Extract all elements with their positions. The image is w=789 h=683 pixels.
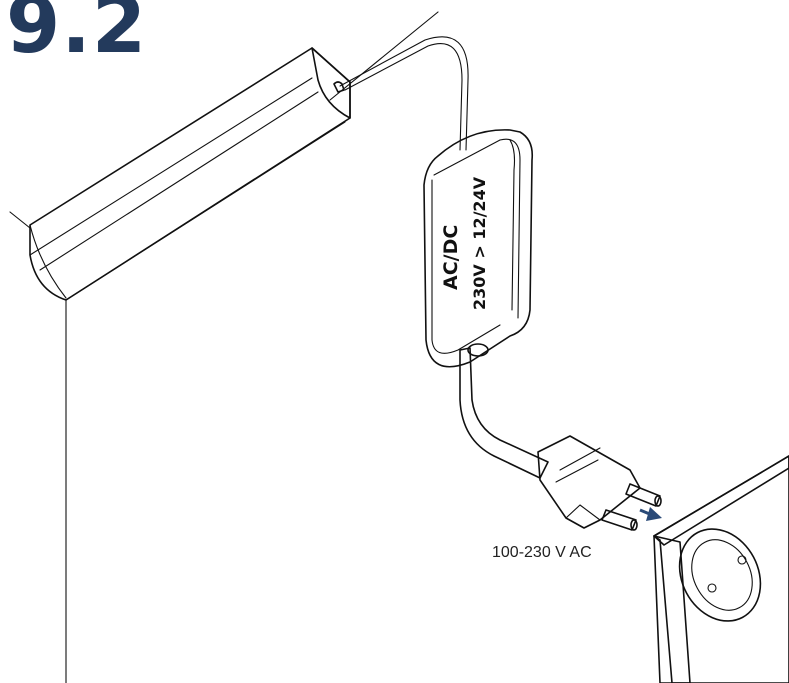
power-adapter <box>423 129 534 368</box>
step-number: 9.2 <box>6 0 148 71</box>
mains-cable <box>459 343 549 479</box>
adapter-label-line2: 230V > 12/24V <box>470 176 489 310</box>
led-cable <box>339 36 469 151</box>
led-profile <box>29 47 351 301</box>
mains-voltage-label: 100-230 V AC <box>492 544 592 561</box>
adapter-label-line1: AC/DC <box>440 225 462 290</box>
wall-lines <box>9 11 439 683</box>
euro-plug <box>537 435 662 531</box>
wall-socket <box>653 455 789 683</box>
insert-arrow <box>639 507 662 521</box>
